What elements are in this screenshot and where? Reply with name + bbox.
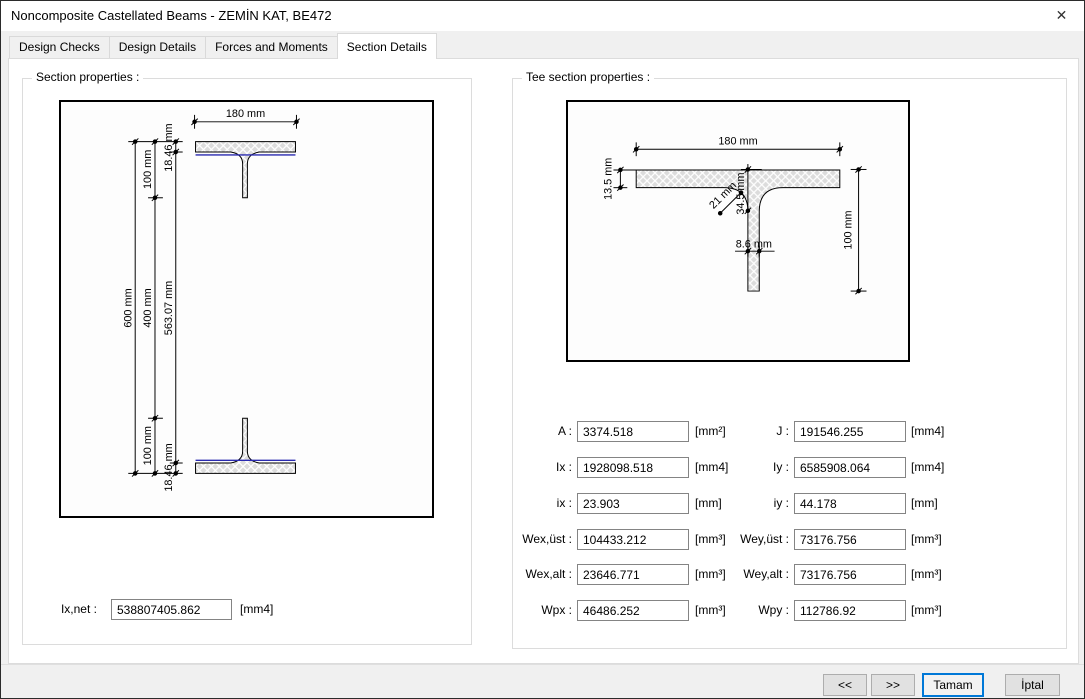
dim-flange-thickness-top: 18.46 mm — [163, 123, 175, 171]
tee-properties-title: Tee section properties : — [522, 70, 655, 84]
tee-diagram-svg: 180 mm 13.5 mm 21 mm 34.5 mm 8.6 mm 100 … — [603, 135, 867, 295]
previous-button[interactable]: << — [823, 674, 867, 696]
iy-radius-unit: [mm] — [911, 496, 938, 510]
bottom-tee-shape — [195, 417, 296, 474]
cancel-button[interactable]: İptal — [1005, 674, 1060, 696]
wex-ust-input[interactable] — [577, 529, 689, 550]
wey-alt-input[interactable] — [794, 564, 906, 585]
dim-height: 100 mm — [843, 210, 855, 249]
wey-ust-input[interactable] — [794, 529, 906, 550]
wpx-input[interactable] — [577, 600, 689, 621]
wpy-label: Wpy : — [758, 603, 789, 617]
dim-opening-height: 400 mm — [142, 288, 154, 327]
dimension-arrows — [131, 118, 300, 477]
tee-properties-group: Tee section properties : — [512, 70, 1067, 649]
wey-ust-label: Wey,üst : — [740, 532, 789, 546]
iy-unit: [mm4] — [911, 460, 945, 474]
ix-radius-input[interactable] — [577, 493, 689, 514]
a-input[interactable] — [577, 421, 689, 442]
ix-radius-label: ix : — [556, 496, 572, 510]
dim-flange-plus-fillet: 34.5 mm — [735, 173, 747, 215]
dim-flange-width: 180 mm — [226, 108, 265, 120]
section-diagram-svg: 180 mm 600 mm 100 mm 400 mm 100 mm 18.46… — [122, 108, 300, 492]
wex-alt-unit: [mm³] — [695, 567, 726, 581]
ix-input[interactable] — [577, 457, 689, 478]
tab-page: Section properties : — [8, 58, 1079, 664]
wey-alt-label: Wey,alt : — [743, 567, 789, 581]
tee-shape — [635, 169, 841, 292]
dimension-lines — [613, 142, 867, 292]
wex-alt-label: Wex,alt : — [525, 567, 572, 581]
tab-bar: Design Checks Design Details Forces and … — [9, 31, 437, 59]
iy-radius-input[interactable] — [794, 493, 906, 514]
dim-tee-height-top: 100 mm — [142, 150, 154, 189]
iy-label: Iy : — [772, 460, 789, 474]
wpy-unit: [mm³] — [911, 603, 942, 617]
wex-ust-label: Wex,üst : — [522, 532, 572, 546]
wpx-label: Wpx : — [541, 603, 572, 617]
ix-net-input[interactable] — [111, 599, 232, 620]
tee-diagram: 180 mm 13.5 mm 21 mm 34.5 mm 8.6 mm 100 … — [566, 100, 910, 362]
section-properties-title: Section properties : — [32, 70, 144, 84]
top-tee-shape — [195, 141, 296, 199]
wex-alt-input[interactable] — [577, 564, 689, 585]
ix-net-label: Ix,net : — [60, 602, 97, 616]
wpy-input[interactable] — [794, 600, 906, 621]
tab-design-checks[interactable]: Design Checks — [9, 36, 110, 58]
tab-forces-and-moments[interactable]: Forces and Moments — [205, 36, 338, 58]
iy-input[interactable] — [794, 457, 906, 478]
a-unit: [mm²] — [695, 424, 726, 438]
a-label: A : — [557, 424, 572, 438]
tab-section-details[interactable]: Section Details — [336, 33, 437, 59]
wey-alt-unit: [mm³] — [911, 567, 942, 581]
ix-net-unit: [mm4] — [240, 602, 274, 616]
ix-unit: [mm4] — [695, 460, 729, 474]
dim-flange-thickness: 13.5 mm — [603, 158, 615, 200]
dim-flange-width: 180 mm — [718, 135, 757, 147]
window-title: Noncomposite Castellated Beams - ZEMİN K… — [11, 8, 332, 23]
wex-ust-unit: [mm³] — [695, 532, 726, 546]
section-properties-group: Section properties : — [22, 70, 472, 645]
j-input[interactable] — [794, 421, 906, 442]
button-bar: << >> Tamam İptal — [1, 664, 1084, 698]
tab-design-details[interactable]: Design Details — [108, 36, 207, 58]
dim-total-height: 600 mm — [122, 288, 134, 327]
j-label: J : — [776, 424, 789, 438]
dim-inner-height: 563.07 mm — [163, 281, 175, 335]
ok-button[interactable]: Tamam — [922, 673, 984, 697]
dim-tee-height-bottom: 100 mm — [142, 426, 154, 465]
next-button[interactable]: >> — [871, 674, 915, 696]
wpx-unit: [mm³] — [695, 603, 726, 617]
dim-flange-thickness-bottom: 18.46 mm — [163, 443, 175, 491]
close-icon[interactable]: ✕ — [1055, 7, 1068, 23]
ix-radius-unit: [mm] — [695, 496, 722, 510]
title-bar: Noncomposite Castellated Beams - ZEMİN K… — [1, 1, 1084, 31]
ix-label: Ix : — [555, 460, 572, 474]
section-diagram: 180 mm 600 mm 100 mm 400 mm 100 mm 18.46… — [59, 100, 434, 518]
dimension-arrows — [616, 145, 863, 295]
iy-radius-label: iy : — [773, 496, 789, 510]
wey-ust-unit: [mm³] — [911, 532, 942, 546]
j-unit: [mm4] — [911, 424, 945, 438]
dim-web-thickness: 8.6 mm — [736, 239, 772, 251]
